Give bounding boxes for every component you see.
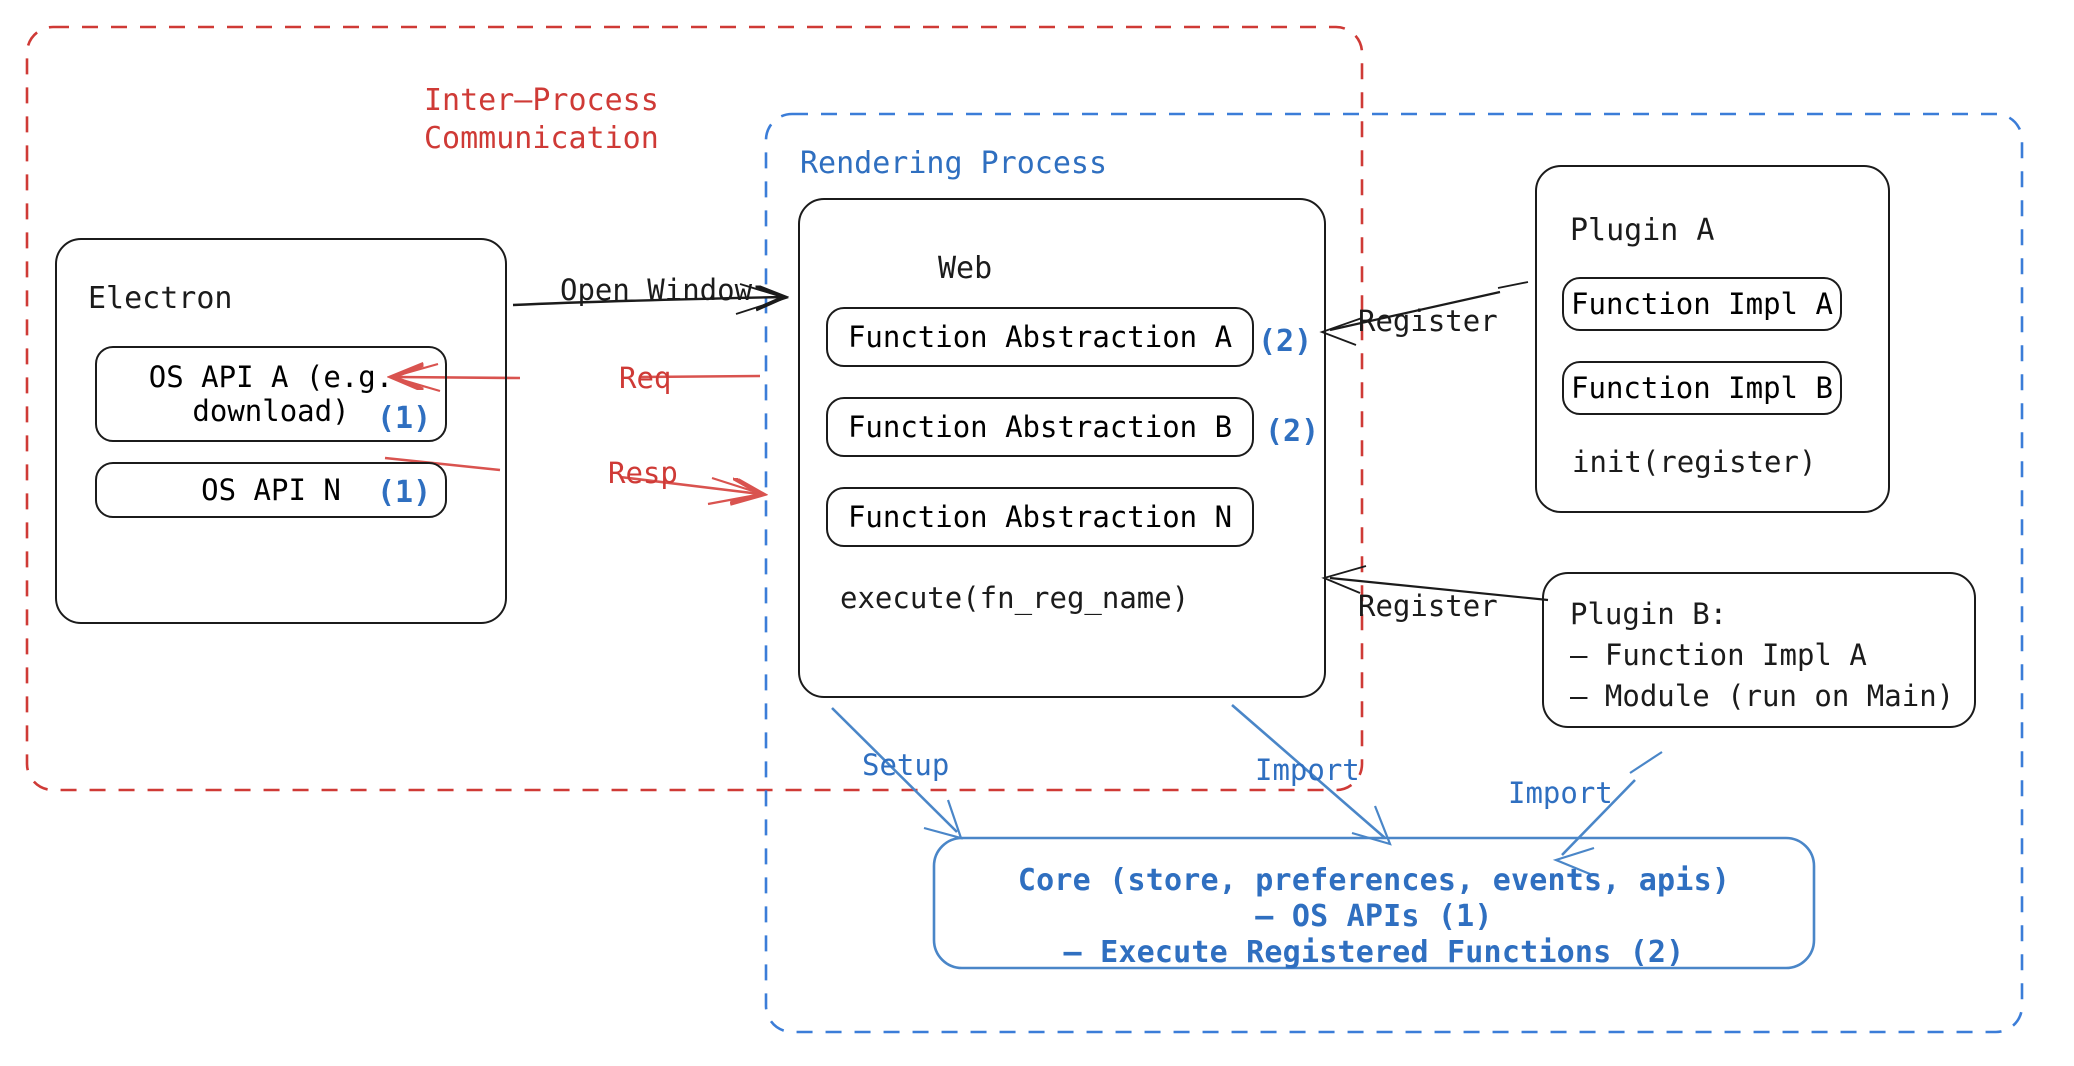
arrow-label-open-window: Open Window xyxy=(560,273,753,307)
web-execute-label: execute(fn_reg_name) xyxy=(840,581,1190,615)
plugin-a-box[interactable] xyxy=(1535,165,1890,513)
function-impl-a-label: Function Impl A xyxy=(1571,287,1833,321)
arrow-label-req: Req xyxy=(619,361,672,395)
web-title: Web xyxy=(938,251,993,286)
function-abstraction-b-label: Function Abstraction B xyxy=(847,410,1233,444)
plugin-b-label: Plugin B: – Function Impl A – Module (ru… xyxy=(1570,597,1955,714)
arrow-label-import-right: Import xyxy=(1508,776,1613,810)
arrow-label-register-bottom: Register xyxy=(1358,589,1498,623)
os-api-a-box[interactable]: OS API A (e.g. download) xyxy=(95,346,447,442)
plugin-b-box[interactable] xyxy=(1542,572,1976,728)
function-abstraction-a-marker: (2) xyxy=(1258,324,1313,359)
arrow-label-import-left: Import xyxy=(1255,753,1360,787)
function-abstraction-a-box[interactable]: Function Abstraction A xyxy=(826,307,1254,367)
ipc-title: Inter–Process Communication xyxy=(424,83,659,157)
function-abstraction-a-label: Function Abstraction A xyxy=(847,320,1233,354)
rendering-process-title: Rendering Process xyxy=(800,146,1108,181)
os-api-n-label: OS API N xyxy=(201,473,341,507)
function-abstraction-b-marker: (2) xyxy=(1265,414,1320,449)
os-api-n-marker: (1) xyxy=(377,475,432,510)
os-api-n-box[interactable]: OS API N xyxy=(95,462,447,518)
web-box[interactable] xyxy=(798,198,1326,698)
function-abstraction-n-box[interactable]: Function Abstraction N xyxy=(826,487,1254,547)
arrow-label-resp: Resp xyxy=(608,456,678,490)
function-abstraction-b-box[interactable]: Function Abstraction B xyxy=(826,397,1254,457)
function-abstraction-n-label: Function Abstraction N xyxy=(847,500,1233,534)
core-line-2: – OS APIs (1) xyxy=(1255,899,1493,934)
electron-box[interactable] xyxy=(55,238,507,624)
plugin-a-title: Plugin A xyxy=(1570,213,1715,248)
arrow-label-setup: Setup xyxy=(862,748,950,782)
core-line-1: Core (store, preferences, events, apis) xyxy=(1017,863,1731,898)
os-api-a-label: OS API A (e.g. download) xyxy=(148,360,394,428)
core-line-3: – Execute Registered Functions (2) xyxy=(1063,935,1685,970)
plugin-a-init-label: init(register) xyxy=(1572,445,1817,479)
function-impl-a-box[interactable]: Function Impl A xyxy=(1562,277,1842,331)
electron-title: Electron xyxy=(88,281,233,316)
os-api-a-marker: (1) xyxy=(377,401,432,436)
function-impl-b-label: Function Impl B xyxy=(1571,371,1833,405)
arrow-label-register-top: Register xyxy=(1358,304,1498,338)
function-impl-b-box[interactable]: Function Impl B xyxy=(1562,361,1842,415)
